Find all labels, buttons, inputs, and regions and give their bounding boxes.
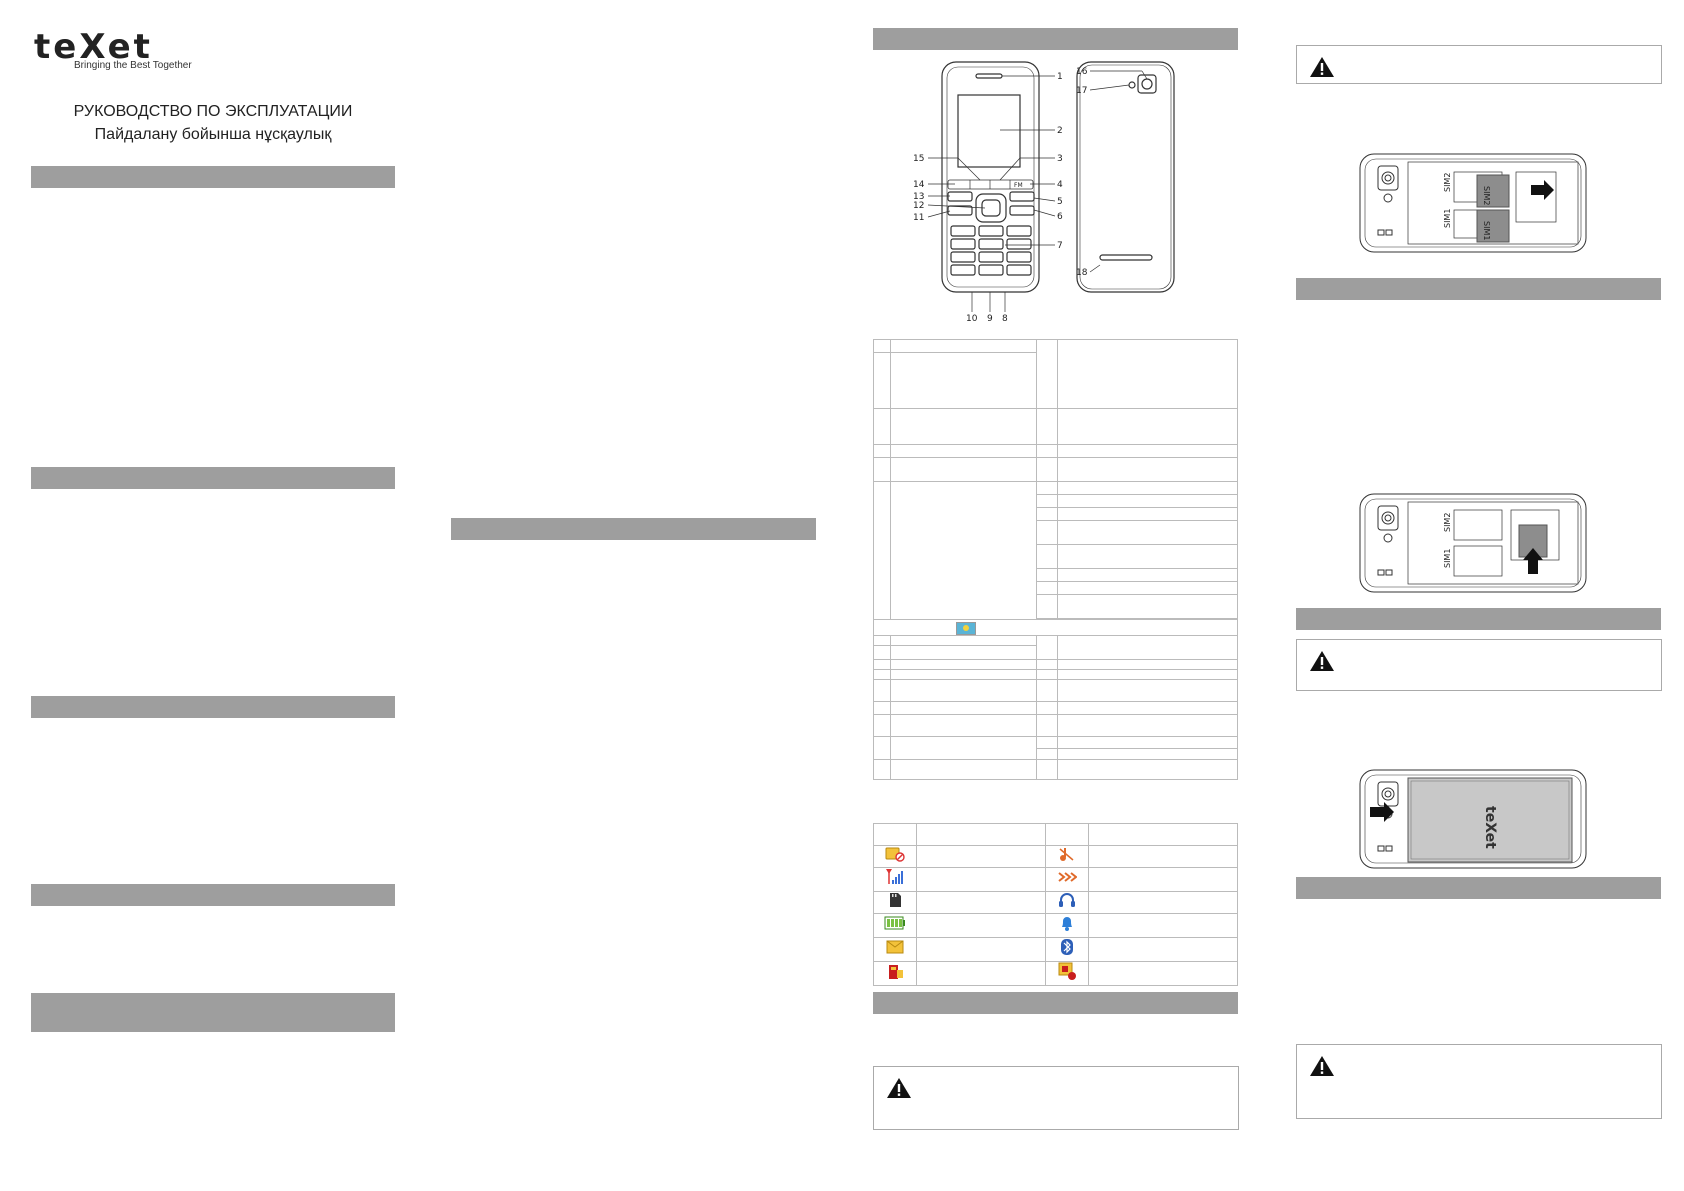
section-bar <box>873 28 1238 50</box>
battery-icon <box>884 916 905 930</box>
svg-text:13: 13 <box>913 192 924 202</box>
title-ru: РУКОВОДСТВО ПО ЭКСПЛУАТАЦИИ <box>73 103 353 120</box>
svg-text:SIM2: SIM2 <box>1443 173 1452 192</box>
warning-box <box>873 1066 1239 1130</box>
section-bar <box>451 518 816 540</box>
svg-text:FM: FM <box>1014 182 1023 189</box>
svg-text:SIM1: SIM1 <box>1443 209 1452 228</box>
tagline: Bringing the Best Together <box>74 60 192 71</box>
section-bar <box>873 992 1238 1014</box>
svg-text:12: 12 <box>913 201 924 211</box>
no-sim-icon <box>885 847 905 862</box>
parts-table <box>873 339 1238 780</box>
svg-text:11: 11 <box>913 213 924 223</box>
memory-card-diagram: SIM2 SIM1 <box>1359 493 1587 593</box>
headset-icon <box>1059 893 1075 907</box>
sms-icon <box>886 940 904 954</box>
svg-text:14: 14 <box>913 180 925 190</box>
title-kk: Пайдалану бойынша нұсқаулық <box>94 126 332 143</box>
missed-call-icon <box>889 965 903 979</box>
svg-text:1: 1 <box>1057 72 1063 82</box>
svg-text:9: 9 <box>987 314 993 324</box>
section-bar <box>1296 608 1661 630</box>
svg-text:6: 6 <box>1057 212 1063 222</box>
section-bar <box>31 166 395 188</box>
svg-text:15: 15 <box>913 154 924 164</box>
warning-icon <box>1310 1056 1334 1076</box>
warning-icon <box>887 1078 911 1098</box>
svg-text:8: 8 <box>1002 314 1008 324</box>
svg-text:2: 2 <box>1057 126 1063 136</box>
status-icons-table <box>873 823 1238 986</box>
section-bar <box>31 993 395 1032</box>
svg-text:10: 10 <box>966 314 978 324</box>
mms-icon <box>1058 962 1076 980</box>
phone-diagram: 1 2 3 4 5 6 7 8 9 10 11 12 13 14 15 16 1… <box>913 61 1175 324</box>
silent-mode-icon <box>1059 848 1074 861</box>
signal-strength-icon <box>886 869 903 884</box>
svg-text:7: 7 <box>1057 241 1063 251</box>
warning-box <box>1296 1044 1662 1119</box>
warning-box <box>1296 639 1662 691</box>
sim2-slot-label: SIM2 <box>1482 186 1491 205</box>
section-bar <box>1296 877 1661 899</box>
svg-text:18: 18 <box>1076 268 1088 278</box>
brand-logo: teXet Bringing the Best Together <box>34 30 192 71</box>
battery-logo: teXet <box>1482 806 1498 849</box>
svg-text:SIM2: SIM2 <box>1443 513 1452 532</box>
kazakhstan-flag-icon <box>956 622 976 635</box>
memory-card-icon <box>890 893 901 907</box>
sim-insertion-diagram: SIM2 SIM1 SIM2 SIM1 <box>1359 153 1587 253</box>
vibration-icon <box>1058 872 1078 882</box>
svg-text:4: 4 <box>1057 180 1063 190</box>
logo-wordmark: teXet <box>34 27 153 67</box>
svg-text:3: 3 <box>1057 154 1063 164</box>
svg-text:SIM1: SIM1 <box>1443 549 1452 568</box>
battery-insertion-diagram: teXet <box>1359 769 1587 869</box>
svg-text:5: 5 <box>1057 197 1063 207</box>
warning-icon <box>1310 57 1334 77</box>
svg-text:16: 16 <box>1076 67 1088 77</box>
section-bar <box>31 884 395 906</box>
sim1-slot-label: SIM1 <box>1482 221 1491 240</box>
section-bar <box>31 467 395 489</box>
section-bar <box>31 696 395 718</box>
section-bar <box>1296 278 1661 300</box>
warning-icon <box>1310 651 1334 671</box>
bluetooth-icon <box>1061 939 1073 955</box>
alarm-icon <box>1062 917 1072 931</box>
warning-box <box>1296 45 1662 84</box>
svg-text:17: 17 <box>1076 86 1087 96</box>
